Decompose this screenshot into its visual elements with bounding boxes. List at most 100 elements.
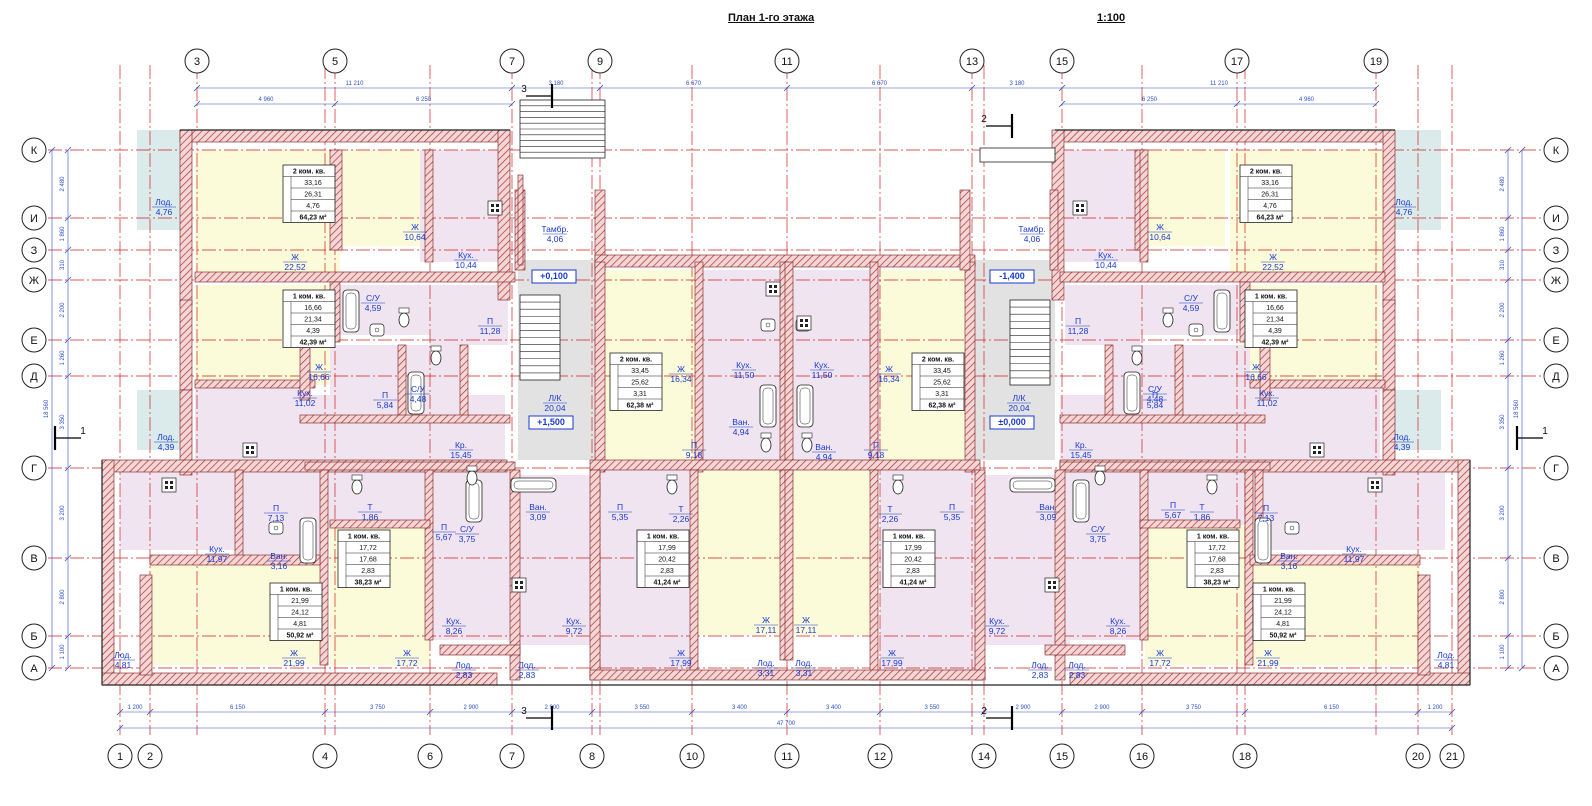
room-name: Лод. (795, 658, 812, 668)
stove-burner (515, 581, 518, 584)
room-area: 4,39 (1394, 442, 1411, 452)
dimension-label: 3 550 (634, 705, 650, 711)
room-label: Кух.11,50 (732, 360, 756, 380)
room-label: Кух.10,44 (1094, 250, 1118, 270)
room-label: Лод.4,76 (152, 197, 176, 217)
room-area: 11,28 (1068, 326, 1089, 336)
room-area: 7,13 (268, 513, 285, 523)
room-area: 4,59 (1183, 303, 1200, 313)
axis-bubble-label: 18 (1239, 751, 1251, 763)
dimension-label: 1 100 (1500, 644, 1506, 660)
room-area: 17,72 (396, 658, 418, 668)
room-area: 17,11 (796, 625, 817, 635)
room-name: Т (1199, 502, 1204, 512)
axis-bubble-circle (21, 455, 47, 481)
toilet (1162, 312, 1174, 328)
axis-bubble-right: Ж (1543, 267, 1569, 293)
axis-bubble-circle (1543, 137, 1569, 163)
axis-bubble-circle (1543, 327, 1569, 353)
dimension-label: 6 670 (686, 81, 702, 87)
room-area: 8,26 (446, 626, 463, 636)
room-name: Лод. (757, 658, 774, 668)
wall (1054, 469, 1066, 681)
bathtub-inner (410, 374, 422, 412)
stove-burner (491, 204, 494, 207)
room-area: 17,72 (1149, 658, 1171, 668)
axis-bubble-label: 9 (597, 56, 603, 68)
dimension-label: 3 400 (826, 705, 842, 711)
axis-bubble-circle (971, 743, 997, 769)
elevation-frame (528, 415, 574, 430)
dimension-tick (1518, 664, 1526, 672)
axis-bubble-label: В (30, 553, 37, 565)
dimension-label: 310 (60, 259, 66, 270)
room-label: П5,35 (940, 502, 964, 522)
stove (1072, 200, 1088, 216)
apartment-table-frame (269, 582, 323, 641)
room-label: Ж17,99 (880, 648, 904, 668)
toilet (1131, 350, 1143, 366)
toilet (351, 479, 363, 495)
room-name: Лод. (518, 660, 535, 670)
stove-burner (515, 586, 518, 589)
room-label: Кух.8,26 (442, 616, 466, 636)
axis-bubble-circle (21, 205, 47, 231)
room-label: Ж21,99 (282, 648, 306, 668)
axis-bubble-circle (1363, 48, 1389, 74)
room-area: 10,64 (404, 232, 426, 242)
room-area: 10,44 (1095, 260, 1117, 270)
stove (487, 200, 503, 216)
room-area: 3,75 (1090, 534, 1107, 544)
axis-bubble-label: 14 (978, 751, 990, 763)
apartment-table-total: 38,23 м² (355, 580, 383, 587)
room-label: Кух.11,97 (205, 544, 229, 564)
apartment-table-title: 1 ком. кв. (647, 534, 679, 541)
axis-bubble-label: К (31, 145, 38, 157)
room-name: Ж (411, 222, 419, 232)
dimension-label: 4 960 (258, 97, 274, 103)
axis-bubble-label: 7 (509, 751, 515, 763)
wall (101, 672, 498, 686)
room-area: 11,97 (207, 554, 228, 564)
elevation-value: -1,400 (999, 271, 1025, 281)
wall (194, 271, 516, 283)
room-fill (695, 470, 785, 635)
elevation-mark: +1,500 (528, 415, 574, 430)
axis-bubble-label: А (1552, 663, 1560, 675)
room-name: Лод. (1393, 432, 1410, 442)
axis-bubble-label: 11 (781, 751, 792, 763)
dimension-tick (876, 708, 884, 716)
wall (1059, 271, 1386, 283)
room-fill (1065, 285, 1140, 345)
apartment-table-title: 2 ком. кв. (922, 357, 954, 364)
section-mark-bottom-right: 2 (981, 706, 1014, 730)
room-label: Кух.11,02 (1255, 388, 1279, 408)
apartment-table-value: 17,99 (658, 545, 676, 552)
axis-bubble-top: 9 (587, 48, 613, 74)
room-area: 3,31 (758, 668, 775, 678)
dimension-label: 1 260 (60, 350, 66, 366)
axis-bubble-top: 3 (184, 48, 210, 74)
wall (149, 554, 321, 566)
apartment-table-value: 2,83 (906, 568, 920, 575)
apartment-table-frame (1239, 164, 1293, 223)
bathtub-inner (1126, 374, 1138, 412)
axis-bubble-circle (21, 267, 47, 293)
room-label: Т1,86 (1190, 502, 1214, 522)
axis-bubble-right: З (1543, 237, 1569, 263)
apartment-table-total: 38,23 м² (1204, 580, 1232, 587)
dimension-label: 1 260 (1500, 350, 1506, 366)
dimension-tick (146, 708, 154, 716)
axis-bubble-circle (1405, 743, 1431, 769)
room-label: Ж10,64 (403, 222, 427, 242)
axis-bubble-label: 15 (1056, 751, 1068, 763)
room-label: Лод.2,83 (1028, 660, 1052, 680)
toilet-tank (466, 465, 478, 472)
toilet-tank (760, 432, 772, 439)
stove-burner (1318, 446, 1321, 449)
